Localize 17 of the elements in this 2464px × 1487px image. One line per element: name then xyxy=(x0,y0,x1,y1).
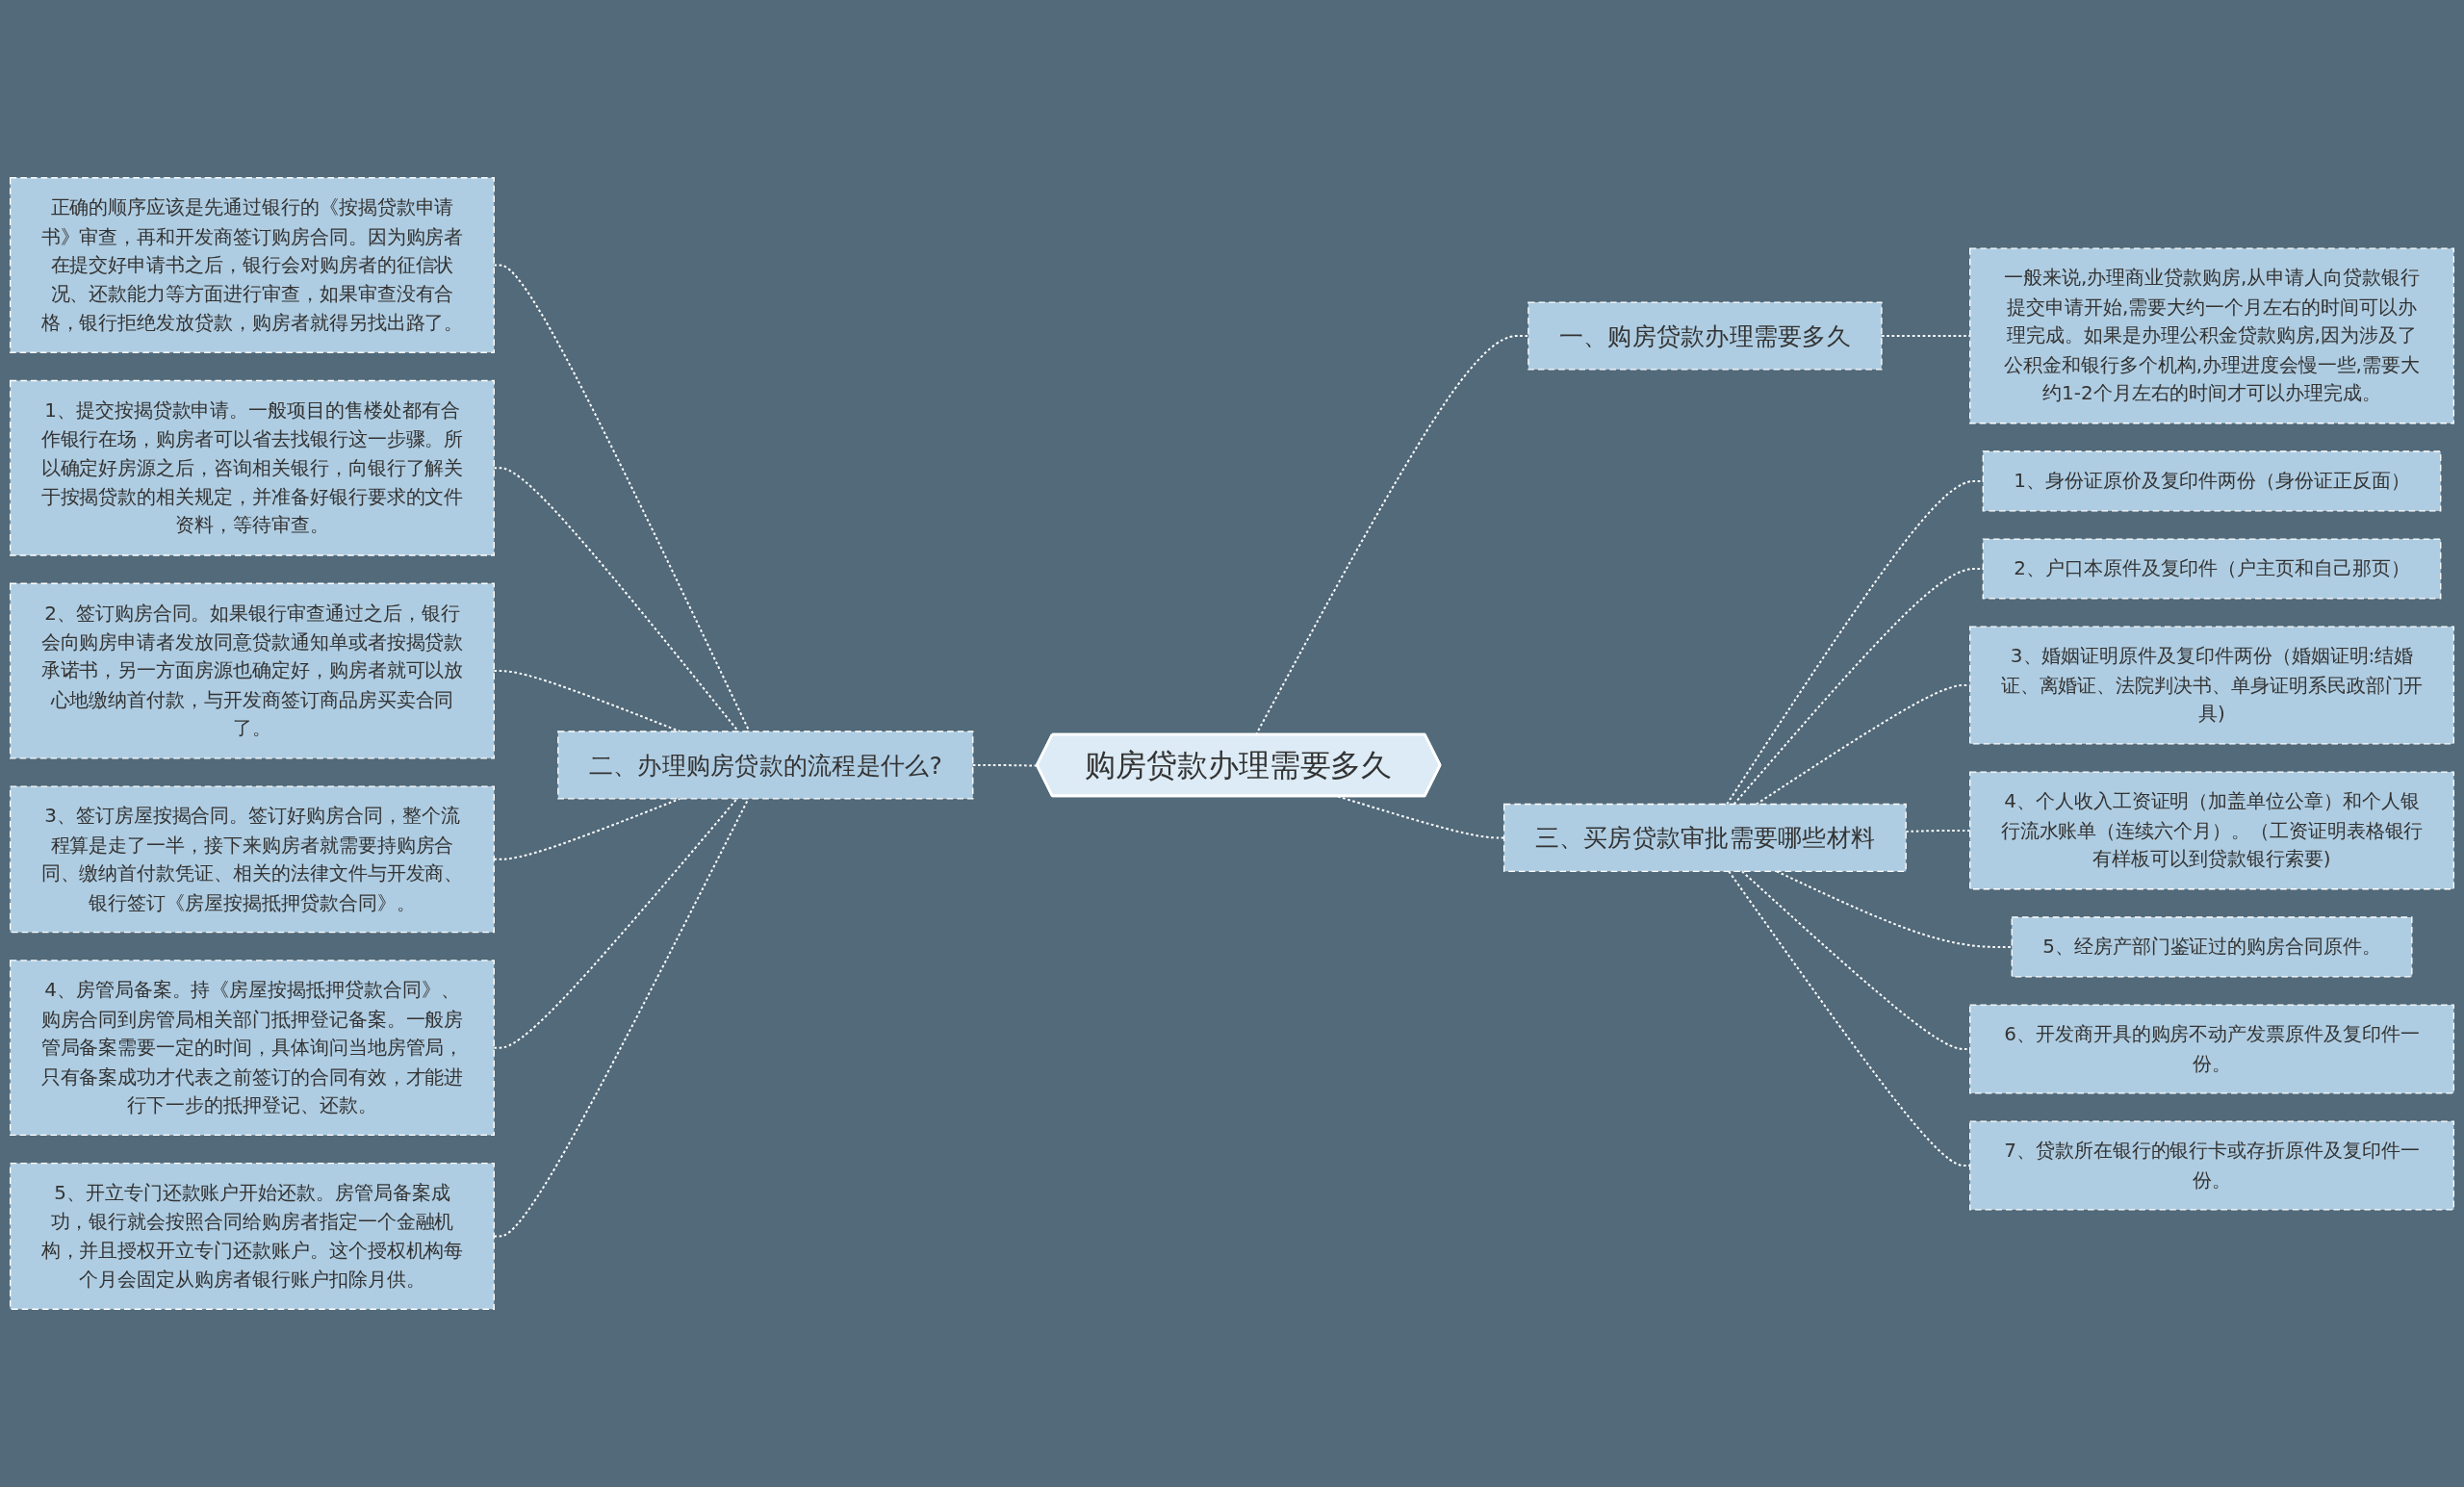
node-box: 二、办理购房贷款的流程是什么? xyxy=(557,731,974,800)
node-box: 4、房管局备案。持《房屋按揭抵押贷款合同》、购房合同到房管局相关部门抵押登记备案。一般房管局备案需要一定的时间，具体询问当地房管局，只有备案成功才代表之前签订的合同有效，才能进行下一步的抵押登记、还款。 xyxy=(9,960,495,1137)
node-box: 6、开发商开具的购房不动产发票原件及复印件一份。 xyxy=(1969,1004,2455,1094)
node-box: 三、买房贷款审批需要哪些材料 xyxy=(1503,803,1907,872)
node-box: 2、户口本原件及复印件（户主页和自己那页） xyxy=(1982,538,2442,600)
node-box: 1、身份证原价及复印件两份（身份证正反面） xyxy=(1982,450,2442,512)
node-box: 1、提交按揭贷款申请。一般项目的售楼处都有合作银行在场，购房者可以省去找银行这一步骤。所以确定好房源之后，咨询相关银行，向银行了解关于按揭贷款的相关规定，并准备好银行要求的文件资料，等待审查。 xyxy=(9,379,495,556)
node-box: 一般来说,办理商业贷款购房,从申请人向贷款银行提交申请开始,需要大约一个月左右的时间可以办理完成。如果是办理公积金贷款购房,因为涉及了公积金和银行多个机构,办理进度会慢一些,需要大约1-2个月左右的时间才可以办理完成。 xyxy=(1969,247,2455,424)
node-box: 3、婚姻证明原件及复印件两份（婚姻证明:结婚证、离婚证、法院判决书、单身证明系民政部门开具) xyxy=(1969,626,2455,745)
node-box: 5、经房产部门鉴证过的购房合同原件。 xyxy=(2011,916,2413,978)
node-box: 正确的顺序应该是先通过银行的《按揭贷款申请书》审查，再和开发商签订购房合同。因为购房者在提交好申请书之后，银行会对购房者的征信状况、还款能力等方面进行审查，如果审查没有合格，银行拒绝发放贷款，购房者就得另找出路了。 xyxy=(9,177,495,353)
node-box: 一、购房贷款办理需要多久 xyxy=(1527,301,1883,371)
node-box: 7、贷款所在银行的银行卡或存折原件及复印件一份。 xyxy=(1969,1120,2455,1211)
node-box: 4、个人收入工资证明（加盖单位公章）和个人银行流水账单（连续六个月）。（工资证明表格银行有样板可以到贷款银行索要) xyxy=(1969,771,2455,890)
node-box: 2、签订购房合同。如果银行审查通过之后，银行会向购房申请者发放同意贷款通知单或者按揭贷款承诺书，另一方面房源也确定好，购房者就可以放心地缴纳首付款，与开发商签订商品房买卖合同了。 xyxy=(9,582,495,759)
node-box: 5、开立专门还款账户开始还款。房管局备案成功，银行就会按照合同给购房者指定一个金融机构，并且授权开立专门还款账户。这个授权机构每个月会固定从购房者银行账户扣除月供。 xyxy=(9,1163,495,1310)
node-box: 3、签订房屋按揭合同。签订好购房合同，整个流程算是走了一半，接下来购房者就需要持购房合同、缴纳首付款凭证、相关的法律文件与开发商、银行签订《房屋按揭抵押贷款合同》。 xyxy=(9,785,495,934)
